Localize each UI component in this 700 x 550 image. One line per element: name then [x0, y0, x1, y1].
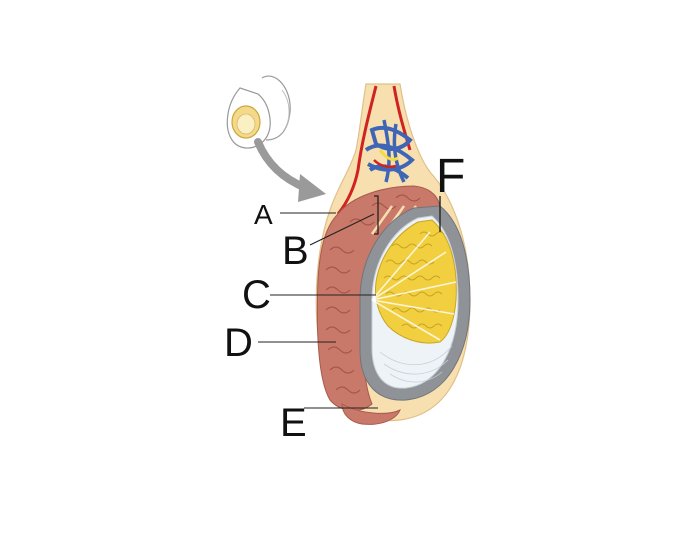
label-f: F: [436, 150, 465, 203]
body-orientation-icon: [226, 75, 291, 149]
leader-b: [309, 213, 375, 246]
label-a: A: [254, 199, 273, 230]
curved-arrow-icon: [254, 138, 326, 202]
label-b: B: [282, 229, 309, 273]
bracket-b: [374, 195, 379, 235]
label-e: E: [280, 401, 307, 445]
leader-lines: [258, 195, 441, 409]
labels: A B C D E F: [224, 150, 465, 445]
testis-illustration: [315, 83, 471, 425]
label-d: D: [224, 321, 253, 365]
label-c: C: [242, 273, 271, 317]
